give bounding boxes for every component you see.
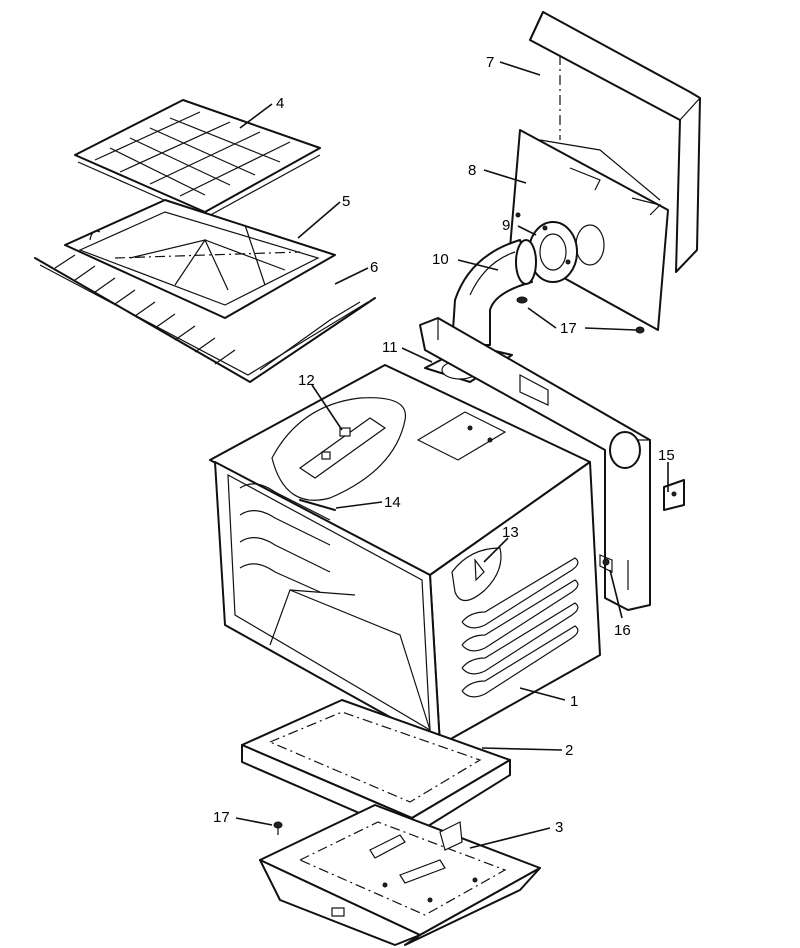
part-10-elbow-duct [451,239,537,346]
callout-7: 7 [486,54,494,71]
part-6-oven-rack [34,254,376,383]
part-3-bottom-tray [259,804,541,946]
part-14-gasket [299,499,336,511]
callout-12: 12 [298,372,315,389]
callout-10: 10 [432,251,449,268]
callout-6: 6 [370,259,378,276]
part-5-broiler-pan [64,199,336,319]
callout-17-bottom: 17 [213,809,230,826]
part-17-screws [273,296,645,835]
callout-3: 3 [555,819,563,836]
part-15-bracket [663,479,685,511]
callout-17-top: 17 [560,320,577,337]
callout-11: 11 [382,339,398,356]
callout-13: 13 [502,524,519,541]
part-1-oven-liner [209,364,601,746]
callout-14: 14 [384,494,401,511]
part-7-rear-cover [529,11,701,273]
callout-5: 5 [342,193,350,210]
leader-lines [235,61,669,849]
callout-2: 2 [565,742,573,759]
callout-1: 1 [570,693,578,710]
part-12-top-bracket [271,397,407,501]
part-8-back-plate [509,129,669,331]
part-9-flange-ring [528,221,578,283]
callout-9: 9 [502,217,510,234]
part-13-sensor [451,547,502,602]
callout-labels: 7 8 9 10 11 4 5 6 12 14 13 15 16 1 2 3 1… [213,54,675,836]
callout-4: 4 [276,95,284,112]
part-4-broil-grid [74,99,321,219]
part-16-rear-frame [419,317,651,611]
callout-16: 16 [614,622,631,639]
callout-15: 15 [658,447,675,464]
callout-8: 8 [468,162,476,179]
